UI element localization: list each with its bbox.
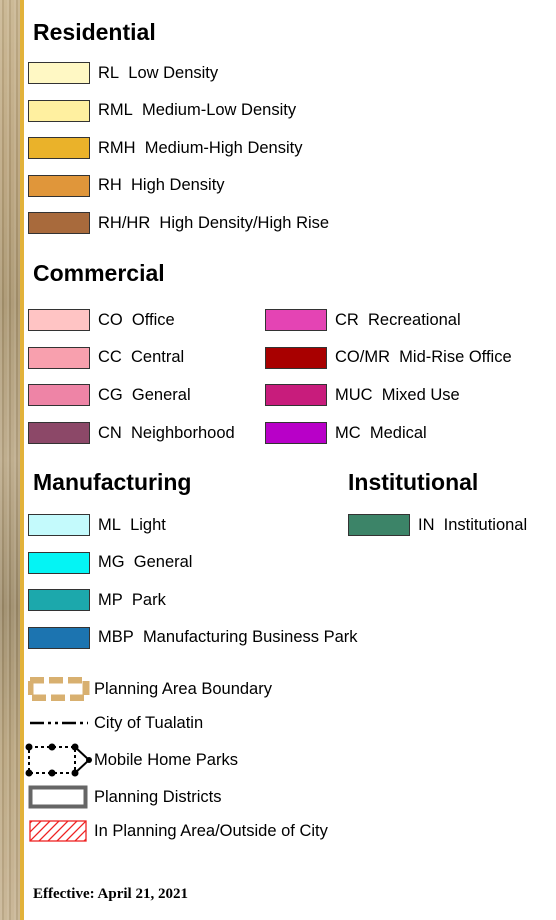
zone-code: CR bbox=[335, 310, 359, 329]
color-swatch bbox=[28, 384, 90, 407]
legend-item-cc: CC Central bbox=[28, 346, 184, 370]
zone-code: CN bbox=[98, 423, 122, 442]
aerial-imagery-strip bbox=[0, 0, 20, 920]
color-swatch bbox=[28, 309, 90, 331]
zone-name: High Density/High Rise bbox=[159, 213, 330, 232]
zone-code: RH bbox=[98, 176, 122, 194]
zone-code: MUC bbox=[335, 385, 373, 404]
zone-name: Central bbox=[131, 348, 185, 367]
color-swatch bbox=[348, 514, 410, 536]
legend-item-mc: MC Medical bbox=[265, 421, 427, 445]
color-swatch bbox=[28, 62, 90, 84]
zone-name: Mixed Use bbox=[381, 385, 460, 404]
color-swatch bbox=[28, 99, 90, 122]
zone-name: Medium-High Density bbox=[144, 138, 303, 157]
zone-name: Institutional bbox=[443, 515, 528, 534]
legend-item-rh-hr: RH/HR High Density/High Rise bbox=[28, 211, 329, 235]
color-swatch bbox=[265, 346, 327, 369]
zone-name: Office bbox=[131, 310, 175, 329]
symbol-city-of-tualatin: City of Tualatin bbox=[28, 711, 203, 735]
legend-item-rh: RH High Density bbox=[28, 174, 225, 198]
planning-area-boundary-icon bbox=[26, 676, 90, 702]
legend-item-co: CO Office bbox=[28, 308, 175, 332]
symbol-label: Planning Districts bbox=[94, 787, 222, 806]
commercial-heading: Commercial bbox=[33, 260, 165, 286]
city-boundary-icon bbox=[28, 711, 90, 735]
institutional-heading: Institutional bbox=[348, 469, 479, 495]
symbol-mobile-home-parks: Mobile Home Parks bbox=[24, 742, 238, 778]
color-swatch bbox=[28, 346, 90, 369]
color-swatch bbox=[28, 514, 90, 536]
mobile-home-parks-icon bbox=[24, 742, 92, 778]
color-swatch bbox=[28, 422, 90, 445]
color-swatch bbox=[28, 551, 90, 574]
legend-item-rl: RL Low Density bbox=[28, 61, 218, 85]
zone-code: MP bbox=[98, 590, 123, 609]
zone-code: RMH bbox=[98, 138, 136, 157]
symbol-label: City of Tualatin bbox=[94, 713, 204, 732]
legend-item-muc: MUC Mixed Use bbox=[265, 383, 460, 407]
zone-name: High Density bbox=[131, 176, 225, 194]
legend-item-cg: CG General bbox=[28, 383, 191, 407]
legend-item-cr: CR Recreational bbox=[265, 308, 461, 332]
zone-code: CG bbox=[98, 385, 123, 404]
zone-code: MG bbox=[98, 553, 125, 571]
zone-code: MBP bbox=[98, 628, 134, 646]
legend-item-mg: MG General bbox=[28, 551, 192, 575]
zone-code: CO bbox=[98, 310, 123, 329]
symbol-label: Planning Area Boundary bbox=[94, 679, 272, 698]
legend-item-ml: ML Light bbox=[28, 513, 166, 537]
zone-code: CC bbox=[98, 348, 122, 367]
legend-item-mp: MP Park bbox=[28, 588, 166, 612]
planning-districts-icon bbox=[28, 785, 90, 809]
color-swatch bbox=[265, 422, 327, 445]
zone-name: Neighborhood bbox=[131, 423, 235, 442]
color-swatch bbox=[265, 309, 327, 331]
legend-item-cn: CN Neighborhood bbox=[28, 421, 235, 445]
zone-name: Manufacturing Business Park bbox=[142, 628, 358, 646]
hatched-area-icon bbox=[28, 819, 90, 843]
color-swatch bbox=[28, 137, 90, 159]
color-swatch bbox=[28, 589, 90, 611]
legend-item-rml: RML Medium-Low Density bbox=[28, 99, 296, 123]
zone-code: MC bbox=[335, 423, 361, 442]
legend-item-co-mr: CO/MR Mid-Rise Office bbox=[265, 346, 512, 370]
legend-item-in: IN Institutional bbox=[348, 513, 527, 537]
zone-name: Park bbox=[131, 590, 166, 609]
zone-code: RL bbox=[98, 63, 120, 82]
residential-heading: Residential bbox=[33, 19, 156, 45]
color-swatch bbox=[265, 384, 327, 407]
legend-item-mbp: MBP Manufacturing Business Park bbox=[28, 626, 358, 650]
zone-name: General bbox=[131, 385, 191, 404]
zone-name: Low Density bbox=[128, 63, 219, 82]
symbol-label: Mobile Home Parks bbox=[94, 750, 238, 769]
legend-border bbox=[20, 0, 24, 920]
zone-name: Medical bbox=[369, 423, 427, 442]
zone-name: General bbox=[133, 553, 193, 571]
color-swatch bbox=[28, 212, 90, 234]
zone-code: ML bbox=[98, 515, 121, 534]
zone-name: Light bbox=[130, 515, 166, 534]
symbol-planning-districts: Planning Districts bbox=[28, 785, 221, 809]
zone-code: IN bbox=[418, 515, 435, 534]
color-swatch bbox=[28, 626, 90, 649]
manufacturing-heading: Manufacturing bbox=[33, 469, 192, 495]
zone-code: RML bbox=[98, 101, 133, 119]
symbol-label: In Planning Area/Outside of City bbox=[94, 821, 328, 840]
zone-name: Recreational bbox=[368, 310, 461, 329]
zone-code: CO/MR bbox=[335, 348, 390, 367]
legend-item-rmh: RMH Medium-High Density bbox=[28, 136, 302, 160]
zone-name: Medium-Low Density bbox=[142, 101, 297, 119]
zone-code: RH/HR bbox=[98, 213, 151, 232]
effective-date: Effective: April 21, 2021 bbox=[33, 886, 188, 902]
symbol-planning-area-boundary: Planning Area Boundary bbox=[26, 676, 272, 702]
symbol-in-planning-area: In Planning Area/Outside of City bbox=[28, 819, 328, 843]
zone-name: Mid-Rise Office bbox=[399, 348, 512, 367]
color-swatch bbox=[28, 174, 90, 197]
